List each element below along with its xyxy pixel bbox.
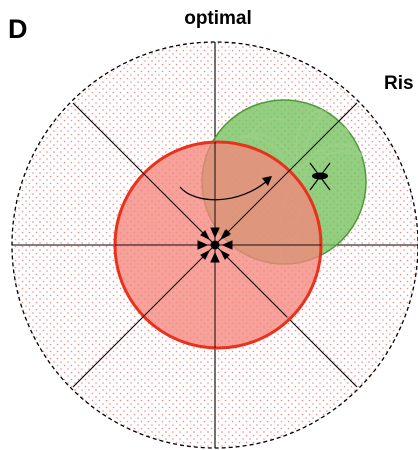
diagonal-arrow [222, 229, 231, 238]
curved-arrowhead-icon [262, 176, 272, 186]
insect-icon [309, 162, 331, 191]
arrow-diag-1-icon [200, 230, 211, 241]
arrow-down-icon [210, 227, 220, 239]
diagonal-arrowhead-icon [222, 229, 231, 238]
arrow-up-icon [210, 251, 220, 263]
convergence-arrows [197, 227, 233, 263]
right-label: Ris [384, 73, 414, 94]
arrow-right-icon [197, 240, 209, 250]
arrow-left-icon [221, 240, 233, 250]
arrow-diag-4-icon [219, 249, 230, 260]
centre-point [210, 240, 220, 250]
optimal-label: optimal [184, 8, 252, 29]
arrow-diag-3-icon [200, 249, 211, 260]
curved-arrow [179, 176, 272, 201]
panel-letter: D [8, 14, 28, 44]
